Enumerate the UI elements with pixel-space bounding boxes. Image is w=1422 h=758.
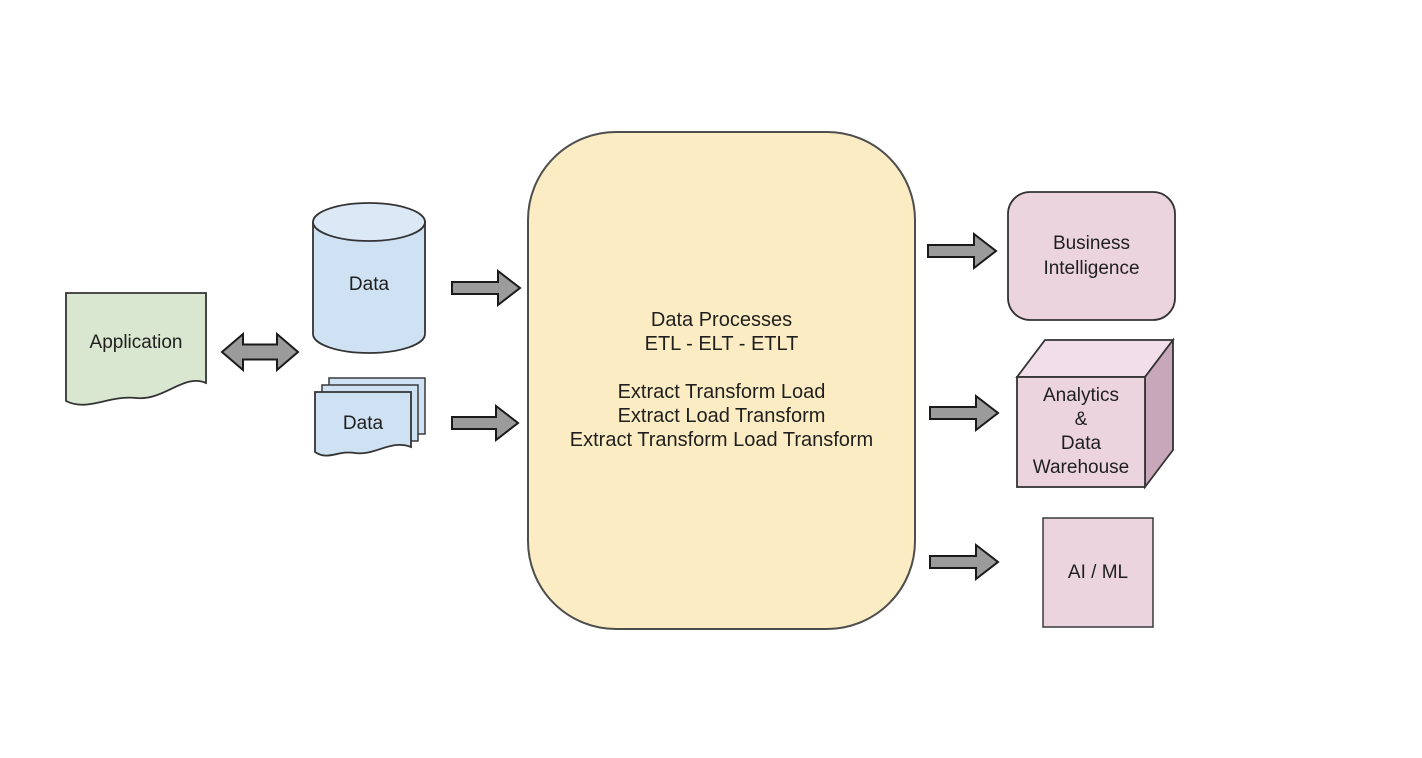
process-detail-line: Extract Load Transform <box>617 405 826 427</box>
process-title: Data Processes <box>650 309 793 331</box>
process-to-bi-arrow-icon <box>927 231 998 271</box>
files-page-front <box>314 391 412 457</box>
application-document-shape <box>65 292 207 406</box>
process-box-text: Data Processes ETL - ELT - ETLT Extract … <box>528 308 915 452</box>
process-detail-line: Extract Transform Load <box>617 381 826 403</box>
cube-front-face <box>1016 376 1146 488</box>
aiml-box-shape <box>1042 517 1154 628</box>
process-to-analytics-arrow-icon <box>929 393 1000 433</box>
process-subtitle: ETL - ELT - ETLT <box>644 333 799 355</box>
files-to-process-arrow-icon <box>451 403 520 443</box>
database-cylinder-body <box>312 221 426 354</box>
process-detail-line: Extract Transform Load Transform <box>569 429 874 451</box>
process-box-shape <box>527 131 916 630</box>
process-to-aiml-arrow-icon <box>929 542 1000 582</box>
process-text-spacer <box>528 356 915 380</box>
database-to-process-arrow-icon <box>451 268 522 308</box>
database-cylinder-top <box>312 202 426 242</box>
business-intelligence-shape <box>1007 191 1176 321</box>
application-data-sync-arrow-icon <box>220 331 300 373</box>
